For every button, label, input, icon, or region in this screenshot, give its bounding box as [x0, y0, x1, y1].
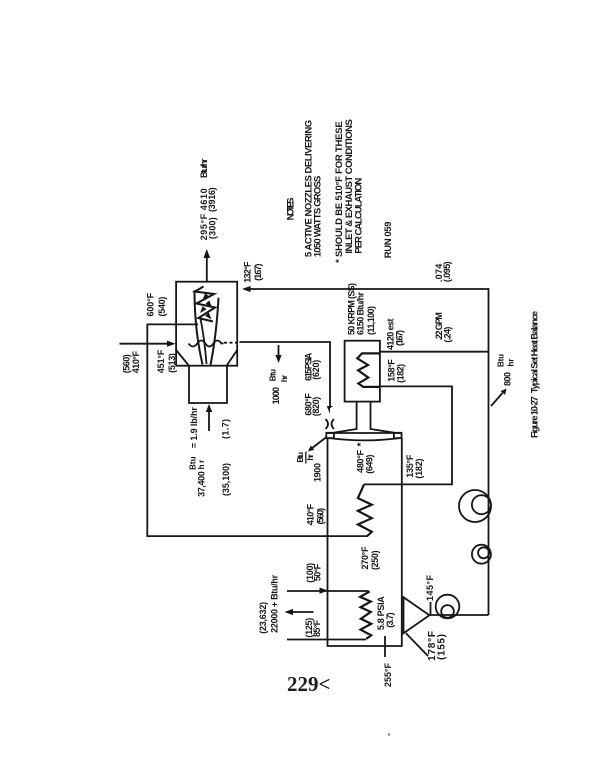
svg-text:INLET & EXHAUST CONDITIONS: INLET & EXHAUST CONDITIONS [344, 119, 355, 253]
svg-text:1000: 1000 [271, 387, 281, 404]
svg-text:600°F: 600°F [146, 292, 156, 316]
svg-text:(649): (649) [365, 455, 375, 474]
svg-text:135°F: 135°F [405, 454, 415, 478]
svg-text:(3916): (3916) [207, 187, 217, 212]
svg-text:.22 GPM: .22 GPM [434, 312, 444, 340]
svg-text:(560): (560) [121, 354, 131, 373]
svg-text:(620): (620) [311, 360, 321, 380]
svg-text:(250): (250) [370, 550, 380, 570]
svg-text:132°F: 132°F [243, 261, 253, 283]
svg-text:(155): (155) [437, 634, 448, 660]
svg-text:615 PSIA: 615 PSIA [304, 352, 314, 381]
svg-text:410°F: 410°F [306, 503, 316, 525]
svg-text:4120 est: 4120 est [386, 319, 396, 351]
svg-text:Btu: Btu [296, 452, 305, 463]
svg-text:451°F: 451°F [156, 349, 166, 373]
svg-text:(182): (182) [396, 364, 406, 383]
svg-text:Btu/hr: Btu/hr [199, 158, 209, 178]
svg-text:(540): (540) [157, 297, 167, 317]
svg-text:= 1.9 lb/hr: = 1.9 lb/hr [189, 407, 199, 448]
svg-text:NOTES: NOTES [286, 198, 297, 221]
svg-text:RUN 059: RUN 059 [383, 222, 394, 259]
svg-text:85°F: 85°F [312, 619, 322, 637]
svg-text:(125): (125) [304, 618, 314, 638]
svg-text:(35,100): (35,100) [221, 463, 231, 496]
svg-text:50°F: 50°F [312, 563, 322, 581]
svg-text:270°F: 270°F [360, 546, 370, 570]
svg-text:.074: .074 [434, 264, 444, 282]
svg-text:5.8 PSIA: 5.8 PSIA [376, 596, 386, 630]
svg-text:(1.7): (1.7) [221, 419, 231, 439]
svg-text:178°F: 178°F [427, 631, 438, 661]
svg-text:(167): (167) [395, 330, 405, 346]
svg-text:5 ACTIVE NOZZLES DELIVERING: 5 ACTIVE NOZZLES DELIVERING [303, 120, 314, 257]
svg-text:410°F: 410°F [131, 351, 141, 374]
svg-text:(100): (100) [305, 563, 315, 583]
svg-text:Figure 10-27 Typical Set Hea: Figure 10-27 Typical Set Heat Balance [530, 311, 540, 438]
svg-text:(.095): (.095) [442, 261, 452, 282]
svg-text:PER CALCULATION: PER CALCULATION [354, 178, 365, 254]
svg-text:1050 WATTS GROSS: 1050 WATTS GROSS [312, 176, 323, 258]
svg-text:22000 + Btu/hr: 22000 + Btu/hr [270, 574, 280, 632]
svg-text:680°F: 680°F [304, 393, 314, 416]
svg-text:Btu: Btu [269, 369, 278, 381]
svg-text:hr: hr [507, 359, 516, 367]
svg-text:hr: hr [306, 454, 315, 461]
svg-text:158°F: 158°F [387, 359, 397, 382]
svg-text:50 KRPM (SS): 50 KRPM (SS) [347, 283, 357, 335]
svg-text:*: * [356, 443, 367, 447]
svg-text:Btu: Btu [497, 354, 506, 367]
svg-text:(23,632): (23,632) [258, 602, 268, 634]
svg-text:145°F: 145°F [425, 575, 435, 602]
svg-text:Btu: Btu [189, 456, 198, 470]
svg-text:(3.7): (3.7) [385, 612, 395, 627]
svg-text:(.24): (.24) [443, 327, 453, 343]
svg-text:800: 800 [503, 372, 513, 386]
svg-text:(182): (182) [414, 459, 424, 479]
svg-text:1900: 1900 [313, 463, 323, 482]
svg-text:(11,100): (11,100) [366, 306, 376, 335]
svg-text:(300): (300) [208, 217, 218, 239]
svg-text:* SHOULD BE 510°F FOR THESE: * SHOULD BE 510°F FOR THESE [334, 121, 345, 263]
svg-text:480°F: 480°F [356, 450, 366, 473]
svg-text:(513): (513) [167, 353, 177, 373]
svg-text:37,400: 37,400 [197, 471, 207, 497]
svg-text:255°F: 255°F [383, 663, 393, 688]
svg-text:(560): (560) [316, 508, 326, 525]
svg-text:6150 Btu/hr: 6150 Btu/hr [356, 292, 366, 335]
svg-text:hr: hr [280, 375, 289, 382]
svg-text:295°F 4610: 295°F 4610 [199, 188, 209, 240]
svg-text:(167): (167) [253, 264, 263, 281]
svg-text:(820): (820) [311, 397, 321, 417]
svg-text:hr: hr [197, 460, 206, 470]
